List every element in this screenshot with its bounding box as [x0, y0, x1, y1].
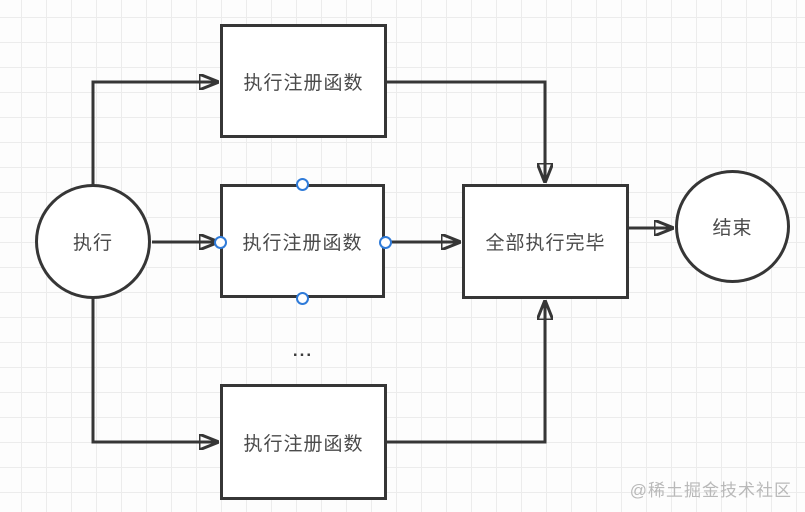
node-task-top-label: 执行注册函数 [243, 72, 364, 94]
node-end-label: 结束 [712, 218, 753, 239]
connector-task-bottom-to-complete[interactable] [387, 301, 545, 444]
node-task-middle[interactable]: 执行注册函数 [220, 184, 385, 298]
node-task-top[interactable]: 执行注册函数 [220, 24, 387, 138]
node-end[interactable]: 结束 [675, 170, 790, 283]
connection-point-left[interactable] [214, 236, 227, 249]
node-task-bottom[interactable]: 执行注册函数 [220, 384, 387, 500]
node-start[interactable]: 执行 [35, 184, 151, 299]
node-task-bottom-label: 执行注册函数 [243, 433, 364, 455]
node-complete-label: 全部执行完毕 [485, 233, 606, 254]
watermark: @稀土掘金技术社区 [629, 481, 792, 500]
connector-start-to-task-top[interactable] [91, 82, 218, 186]
ellipsis-label: ... [292, 341, 314, 360]
connection-point-right[interactable] [379, 236, 392, 249]
node-start-label: 执行 [72, 233, 113, 254]
connector-task-top-to-complete[interactable] [387, 80, 545, 182]
node-task-middle-label: 执行注册函数 [242, 232, 363, 254]
connection-point-top[interactable] [296, 178, 309, 191]
connection-point-bottom[interactable] [296, 292, 309, 305]
node-complete[interactable]: 全部执行完毕 [462, 184, 629, 299]
connector-start-to-task-bottom[interactable] [91, 298, 218, 442]
